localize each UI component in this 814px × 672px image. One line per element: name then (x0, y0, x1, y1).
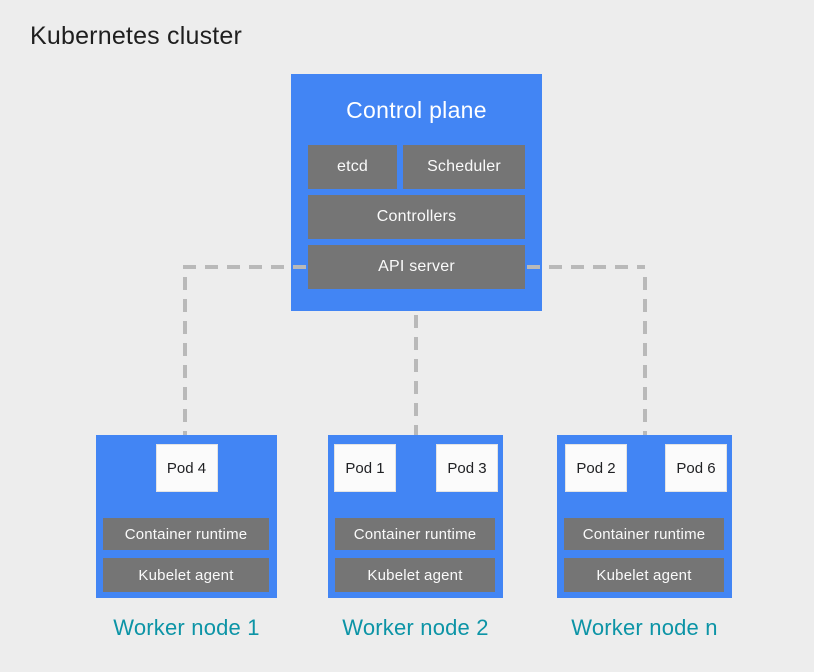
pod-box: Pod 4 (155, 444, 218, 492)
worker-node-n-label: Worker node n (571, 615, 718, 640)
control-plane-title: Control plane (346, 97, 487, 123)
worker-node-n-box: Pod 2 Pod 6 Container runtime Kubelet ag… (557, 435, 732, 598)
scheduler-box: Scheduler (403, 145, 525, 189)
pod-box: Pod 3 (436, 444, 498, 492)
diagram-title: Kubernetes cluster (30, 22, 243, 50)
control-plane-box: Control plane etcd Scheduler Controllers… (291, 74, 542, 311)
pod-box: Pod 6 (665, 444, 727, 492)
kubelet-agent-box: Kubelet agent (335, 558, 495, 592)
kubelet-agent-box: Kubelet agent (103, 558, 269, 592)
container-runtime-box: Container runtime (335, 518, 495, 550)
worker-node-2-label: Worker node 2 (342, 615, 489, 640)
worker-node-1-label: Worker node 1 (113, 615, 260, 640)
kubelet-agent-box: Kubelet agent (564, 558, 724, 592)
controllers-box: Controllers (308, 195, 525, 239)
container-runtime-box: Container runtime (103, 518, 269, 550)
pod-box: Pod 1 (334, 444, 396, 492)
worker-node-2-box: Pod 1 Pod 3 Container runtime Kubelet ag… (328, 435, 503, 598)
api-server-box: API server (308, 245, 525, 289)
container-runtime-box: Container runtime (564, 518, 724, 550)
pod-box: Pod 2 (565, 444, 627, 492)
etcd-box: etcd (308, 145, 397, 189)
control-plane-components: etcd Scheduler Controllers API server (308, 145, 525, 295)
worker-node-1-box: Pod 4 Container runtime Kubelet agent (96, 435, 277, 598)
